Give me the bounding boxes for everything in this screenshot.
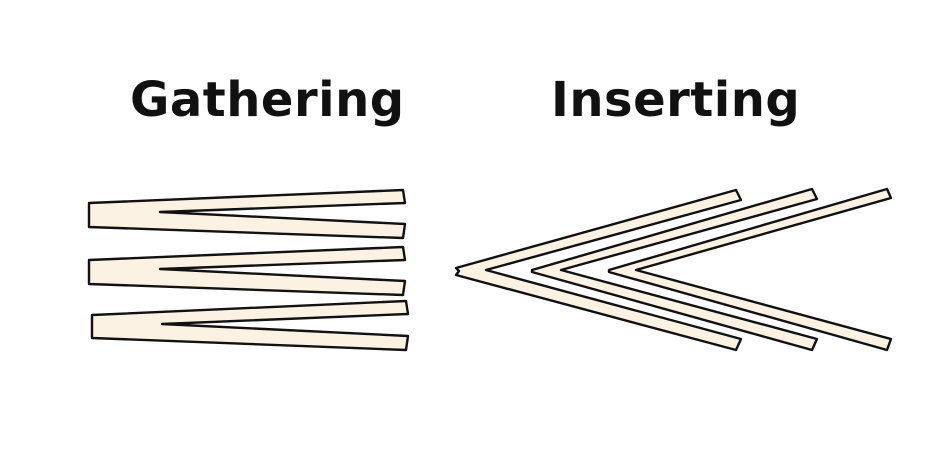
gathering-group: [87, 188, 410, 352]
inserting-signature-2: [530, 187, 819, 352]
inserting-title: Inserting: [551, 72, 801, 128]
gathering-title: Gathering: [130, 72, 405, 128]
inserting-signature-3: [607, 187, 893, 352]
gathering-signature-1: [87, 188, 407, 240]
inserting-group: [454, 187, 893, 352]
gathering-signature-3: [90, 299, 410, 352]
inserting-signature-1: [454, 188, 743, 352]
gathering-signature-2: [87, 245, 407, 297]
